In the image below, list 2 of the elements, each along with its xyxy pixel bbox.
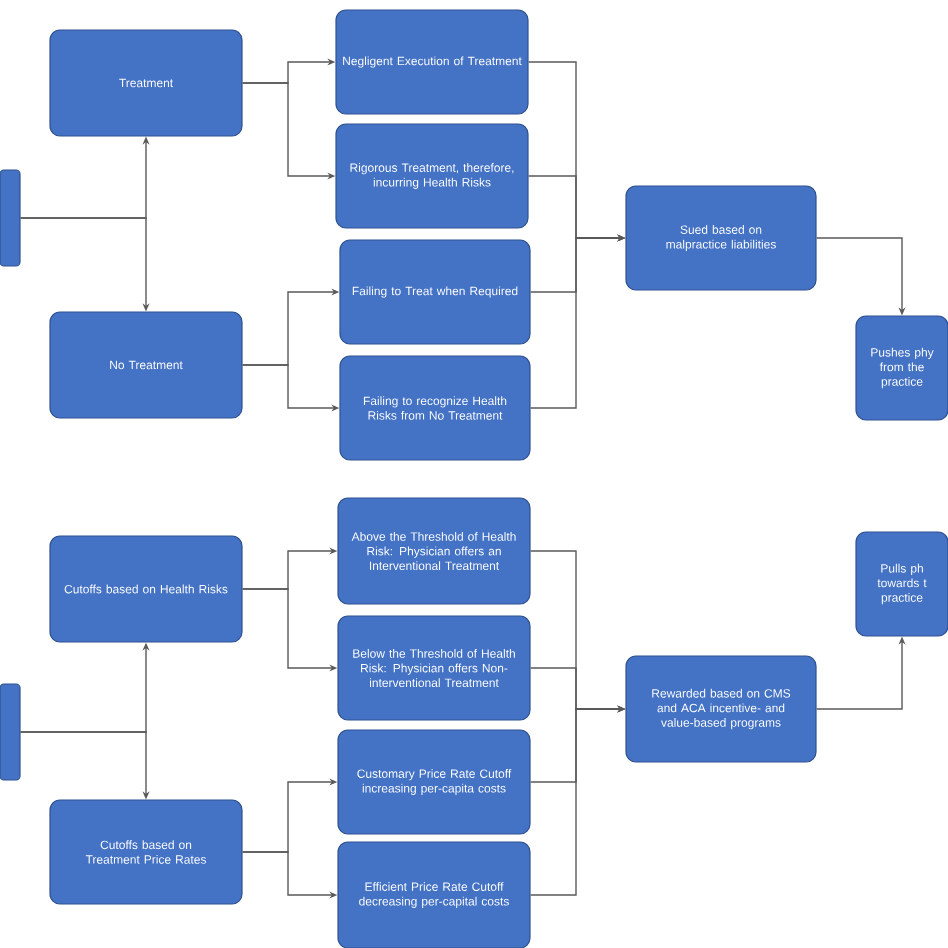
process-box <box>0 169 21 267</box>
process-box <box>0 683 21 781</box>
